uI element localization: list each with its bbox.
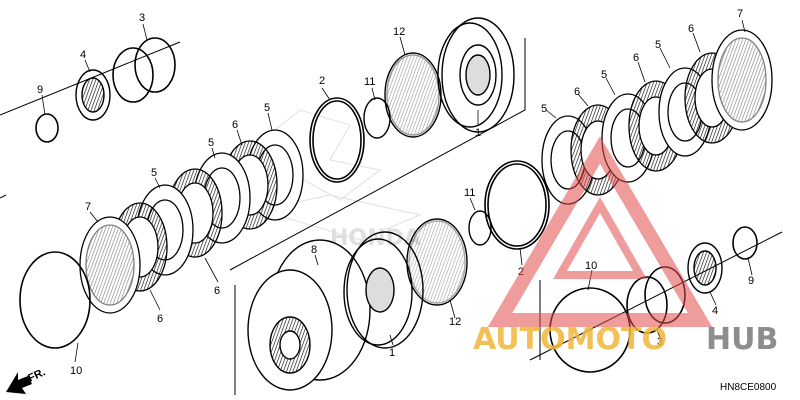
label-part-1-upper: 1 bbox=[475, 127, 481, 139]
diagram-code: HN8CE0800 bbox=[720, 382, 777, 393]
label-part-5-lower-a: 5 bbox=[541, 103, 547, 115]
part-2-ring-lower bbox=[484, 160, 550, 250]
label-part-5-lower-c: 5 bbox=[655, 39, 661, 51]
part-11-ring-upper bbox=[363, 97, 391, 139]
part-12-ring-lower bbox=[406, 218, 468, 306]
label-part-9-lower: 9 bbox=[748, 275, 754, 287]
label-part-12-lower: 12 bbox=[449, 316, 461, 328]
label-part-3-upper: 3 bbox=[139, 12, 145, 24]
label-part-6-upper-a: 6 bbox=[232, 119, 238, 131]
watermark-brand-left: AUTOMOTO bbox=[473, 322, 667, 357]
front-arrow-icon bbox=[6, 372, 32, 394]
label-part-6-lower-c: 6 bbox=[688, 23, 694, 35]
plate-7-b bbox=[711, 29, 773, 131]
label-part-8: 8 bbox=[311, 244, 317, 256]
label-part-12-upper: 12 bbox=[393, 26, 405, 38]
watermark-triangle-icon bbox=[487, 136, 713, 327]
automotohub-watermark: AUTOMOTO HUB bbox=[473, 136, 778, 357]
front-direction-arrow: FR. bbox=[6, 366, 47, 394]
label-part-3-lower: 3 bbox=[657, 336, 663, 348]
leader-lines bbox=[41, 19, 753, 363]
watermark-brand-right: HUB bbox=[706, 322, 778, 357]
label-part-9-upper: 9 bbox=[37, 84, 43, 96]
label-part-2-upper: 2 bbox=[319, 75, 325, 87]
label-part-10-lower: 10 bbox=[585, 260, 597, 272]
part-11-ring-lower bbox=[468, 210, 492, 246]
label-part-4-lower: 4 bbox=[712, 305, 718, 317]
plate-7-a bbox=[79, 216, 141, 314]
upper-clutch-plate-stack bbox=[79, 129, 304, 314]
label-part-4-upper: 4 bbox=[80, 49, 86, 61]
label-part-1-lower: 1 bbox=[389, 347, 395, 359]
label-part-11-upper: 11 bbox=[364, 76, 375, 88]
label-part-5-lower-b: 5 bbox=[601, 69, 607, 81]
label-part-5-upper-a: 5 bbox=[264, 102, 270, 114]
label-part-11-lower: 11 bbox=[464, 187, 475, 199]
label-part-6-lower-b: 6 bbox=[633, 52, 639, 64]
label-part-7-lower: 7 bbox=[737, 8, 743, 20]
part-4-clutch-upper bbox=[75, 69, 111, 121]
label-part-6-upper-c: 6 bbox=[214, 285, 220, 297]
front-direction-label: FR. bbox=[26, 366, 47, 384]
part-10-snap-ring-lower bbox=[549, 287, 631, 373]
part-3-snap-ring-upper bbox=[112, 37, 176, 103]
part-2-ring-upper bbox=[309, 97, 365, 183]
label-part-7-upper: 7 bbox=[85, 201, 91, 213]
part-4-clutch-lower bbox=[687, 242, 723, 294]
part-9-snap-ring-upper bbox=[35, 113, 59, 143]
label-part-6-upper-b: 6 bbox=[157, 313, 163, 325]
part-9-snap-ring-lower bbox=[732, 226, 758, 260]
label-part-5-upper-c: 5 bbox=[151, 167, 157, 179]
label-part-5-upper-b: 5 bbox=[208, 137, 214, 149]
label-part-6-lower-a: 6 bbox=[574, 86, 580, 98]
part-labels: 3 4 9 12 2 11 1 5 6 5 5 7 6 6 10 8 1 12 … bbox=[37, 8, 754, 377]
part-1-piston-upper bbox=[437, 17, 515, 133]
part-12-ring-upper bbox=[384, 52, 442, 138]
part-10-snap-ring-upper bbox=[19, 251, 91, 349]
label-part-10-upper: 10 bbox=[70, 365, 82, 377]
